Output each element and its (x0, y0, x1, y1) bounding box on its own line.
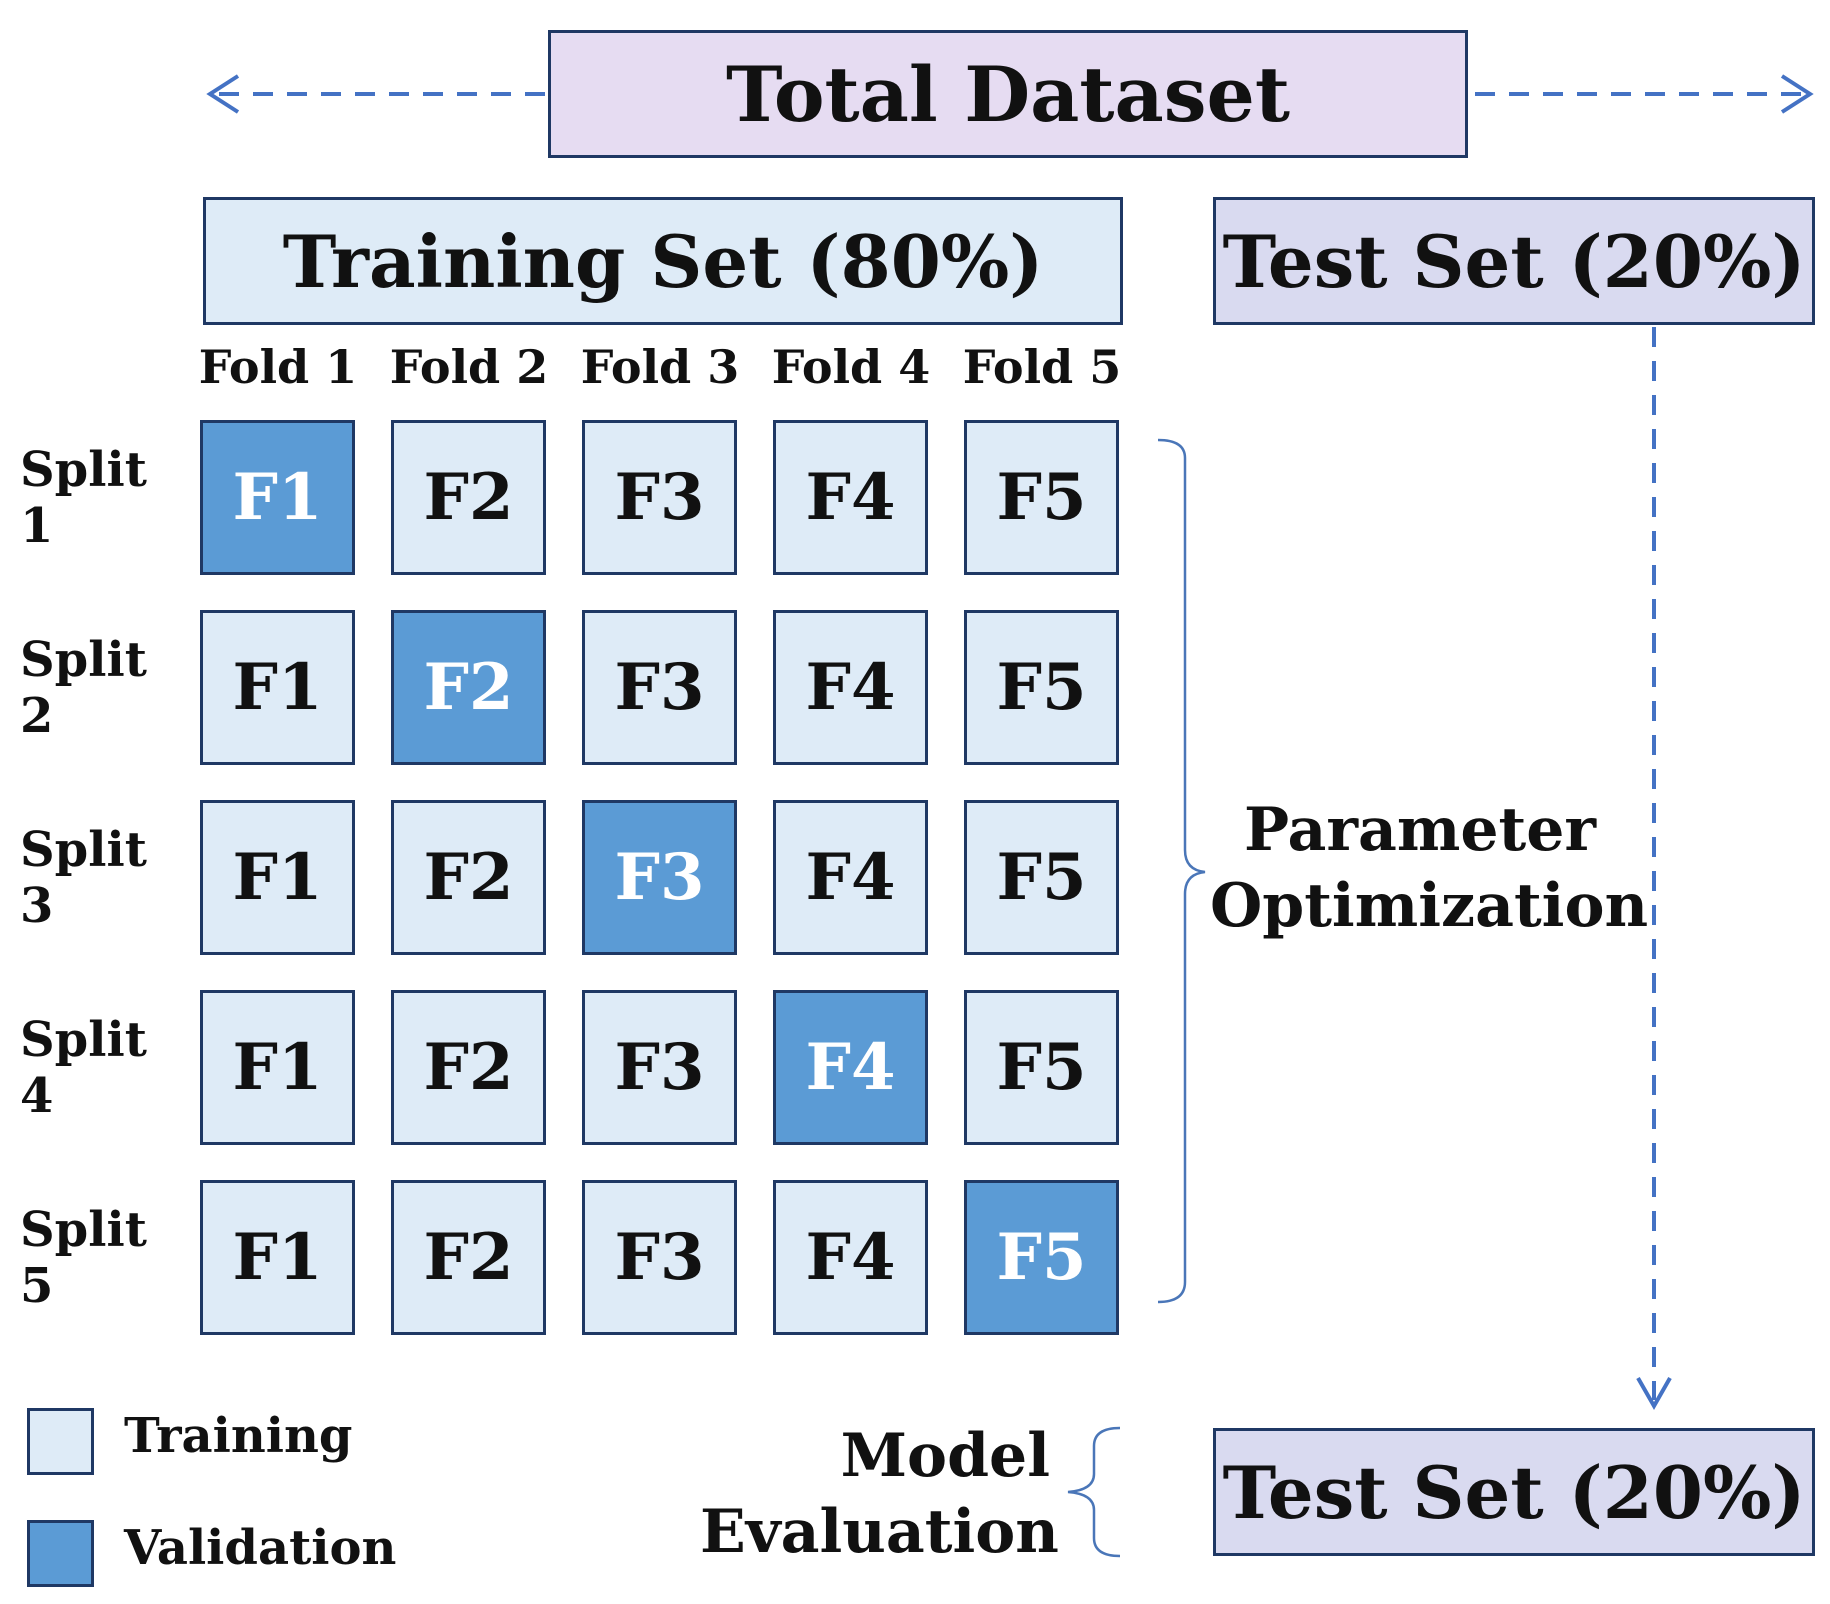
training-fold-cell: F1 (200, 800, 355, 955)
training-set-label: Training Set (80%) (282, 218, 1044, 304)
fold-label-5: Fold 5 (962, 340, 1122, 394)
evaluation-brace-icon (1067, 1426, 1121, 1558)
test-set-box-top: Test Set (20%) (1213, 197, 1815, 325)
legend-training-label: Training (124, 1408, 353, 1464)
validation-fold-cell: F4 (773, 990, 928, 1145)
training-fold-cell: F3 (582, 610, 737, 765)
parameter-brace-icon (1157, 438, 1206, 1304)
training-fold-cell: F4 (773, 610, 928, 765)
training-fold-cell: F4 (773, 420, 928, 575)
evaluation-line2: Evaluation (700, 1497, 1059, 1567)
split-label-2: Split 2 (20, 631, 147, 744)
fold-label-3: Fold 3 (580, 340, 740, 394)
fold-label-2: Fold 2 (389, 340, 549, 394)
validation-fold-cell: F1 (200, 420, 355, 575)
training-set-box: Training Set (80%) (203, 197, 1123, 325)
parameter-line2: Optimization (1210, 871, 1649, 941)
training-fold-cell: F2 (391, 420, 546, 575)
training-fold-cell: F4 (773, 1180, 928, 1335)
training-fold-cell: F5 (964, 990, 1119, 1145)
training-fold-cell: F3 (582, 420, 737, 575)
parameter-line1: Parameter (1243, 795, 1597, 865)
total-dataset-label: Total Dataset (726, 49, 1290, 139)
training-fold-cell: F4 (773, 800, 928, 955)
training-fold-cell: F3 (582, 1180, 737, 1335)
test-set-label-top: Test Set (20%) (1222, 218, 1806, 304)
left-arrowhead-icon (206, 74, 240, 114)
training-fold-cell: F2 (391, 990, 546, 1145)
test-set-label-bottom: Test Set (20%) (1222, 1449, 1806, 1535)
legend-validation-label: Validation (124, 1520, 397, 1576)
down-arrowhead-icon (1636, 1377, 1672, 1411)
training-fold-cell: F1 (200, 990, 355, 1145)
legend-training-swatch (27, 1408, 94, 1475)
training-fold-cell: F3 (582, 990, 737, 1145)
validation-fold-cell: F5 (964, 1180, 1119, 1335)
total-dataset-box: Total Dataset (548, 30, 1468, 158)
split-label-5: Split 5 (20, 1201, 147, 1314)
evaluation-line1: Model (840, 1421, 1050, 1491)
test-set-box-bottom: Test Set (20%) (1213, 1428, 1815, 1556)
right-arrowhead-icon (1780, 74, 1814, 114)
split-label-1: Split 1 (20, 441, 147, 554)
fold-label-1: Fold 1 (198, 340, 358, 394)
legend-validation-swatch (27, 1520, 94, 1587)
validation-fold-cell: F3 (582, 800, 737, 955)
fold-label-4: Fold 4 (771, 340, 931, 394)
training-fold-cell: F5 (964, 610, 1119, 765)
split-label-3: Split 3 (20, 821, 147, 934)
model-evaluation-label: Model Evaluation (700, 1418, 1059, 1570)
training-fold-cell: F1 (200, 1180, 355, 1335)
validation-fold-cell: F2 (391, 610, 546, 765)
training-fold-cell: F2 (391, 1180, 546, 1335)
training-fold-cell: F5 (964, 800, 1119, 955)
training-fold-cell: F5 (964, 420, 1119, 575)
parameter-optimization-label: Parameter Optimization (1210, 792, 1649, 944)
split-label-4: Split 4 (20, 1011, 147, 1124)
training-fold-cell: F2 (391, 800, 546, 955)
training-fold-cell: F1 (200, 610, 355, 765)
